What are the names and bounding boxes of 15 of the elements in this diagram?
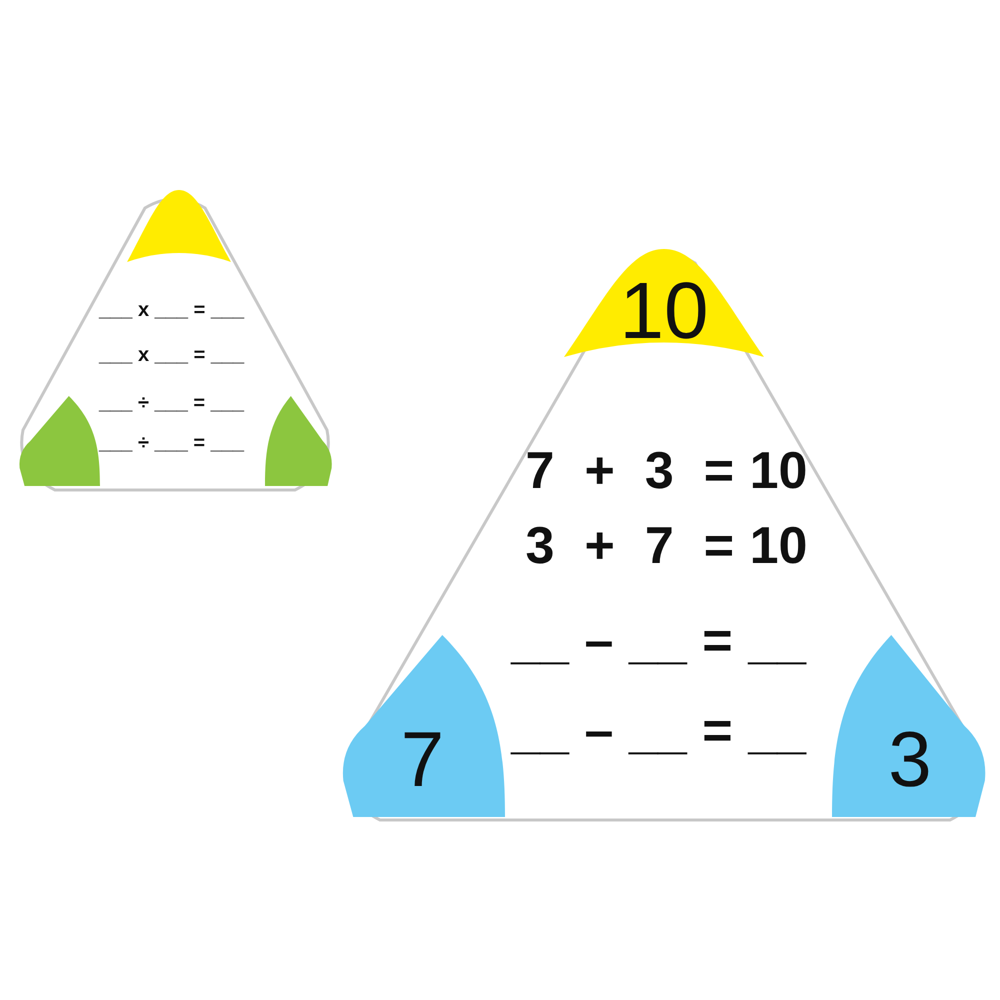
number: 10 [618,271,710,351]
equation-row: ___ x ___ = ___ [99,300,244,320]
number: 7 [400,720,446,798]
equation-row: ___ ÷ ___ = ___ [99,393,244,413]
corner-tab [340,635,505,817]
equation-row: __ – __ = __ [510,615,808,667]
corner-tab [832,635,988,817]
equation-row-text: 7 + 3 = 10 [524,445,808,497]
equation-row: ___ x ___ = ___ [99,345,244,365]
equation-row: ___ ÷ ___ = ___ [99,433,244,453]
number: 3 [887,720,933,798]
equation-row-text: 3 + 7 = 10 [524,520,808,572]
corner-tab [265,396,333,486]
equation-row: __ – __ = __ [510,705,808,757]
corner-tab [18,396,100,486]
